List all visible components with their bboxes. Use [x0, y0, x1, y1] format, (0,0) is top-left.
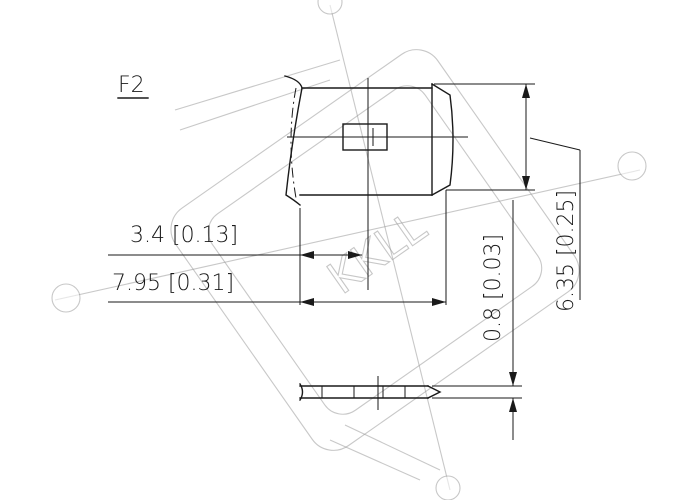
dimension-3-4: 3.4 [0.13]: [108, 208, 362, 305]
dimension-7-95-label: 7.95 [0.31]: [112, 271, 234, 296]
dimension-6-35-label: 6.35 [0.25]: [554, 190, 579, 312]
view-label: F2: [118, 73, 145, 98]
dimension-7-95: 7.95 [0.31]: [108, 190, 447, 306]
watermark-text: KKLL: [319, 201, 436, 304]
dimension-3-4-label: 3.4 [0.13]: [130, 223, 238, 248]
terminal-top-view: [284, 75, 468, 290]
dimension-height: 6.35 [0.25]: [434, 83, 581, 312]
dimension-0-8-label: 0.8 [0.03]: [481, 234, 506, 342]
dimension-thickness: 0.8 [0.03]: [432, 200, 522, 440]
terminal-side-view: [299, 376, 442, 410]
